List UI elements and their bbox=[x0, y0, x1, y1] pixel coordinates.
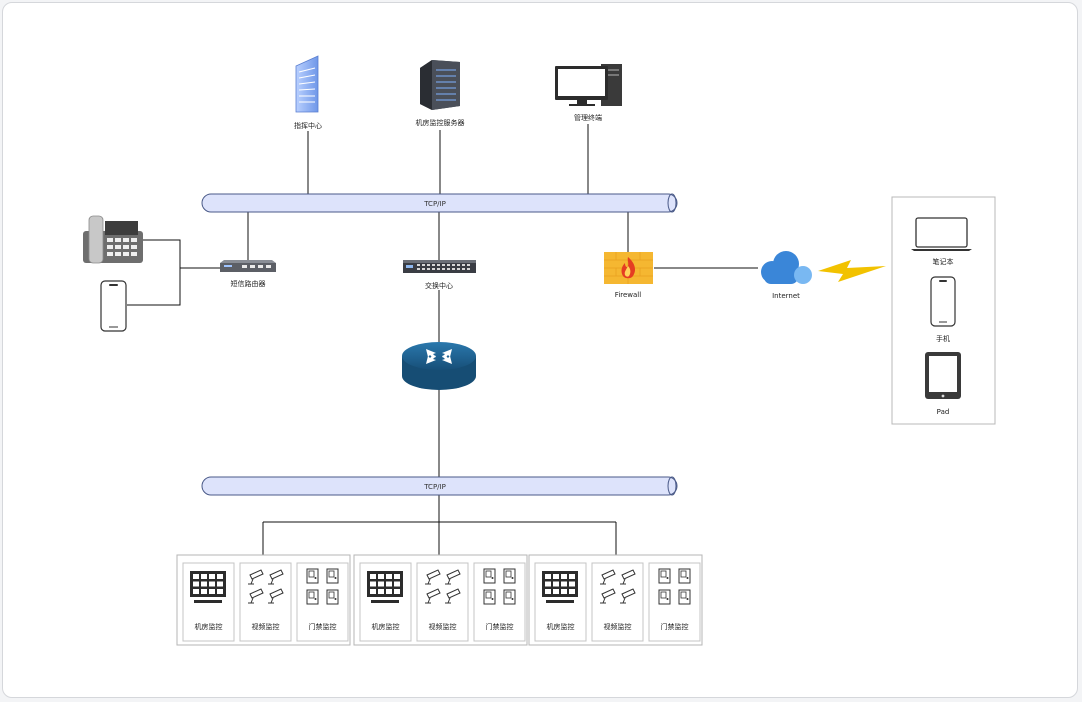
group-item-label: 门禁监控 bbox=[486, 622, 514, 631]
desktop-computer-icon bbox=[555, 64, 622, 106]
group-item-label: 机房监控 bbox=[195, 622, 223, 631]
bus-top: TCP/IP bbox=[201, 193, 678, 213]
group-item-label: 机房监控 bbox=[547, 622, 575, 631]
node-firewall: Firewall bbox=[604, 252, 653, 299]
group-item-label: 视频监控 bbox=[604, 622, 632, 631]
smartphone-icon bbox=[100, 280, 127, 332]
firewall-label: Firewall bbox=[615, 291, 641, 299]
sms-router-icon bbox=[220, 260, 276, 272]
group-item-label: 机房监控 bbox=[372, 622, 400, 631]
switch-center-label: 交换中心 bbox=[425, 281, 453, 290]
connection-lines bbox=[127, 124, 758, 555]
group-item-machine-room-monitor: 机房监控 bbox=[182, 562, 235, 642]
internet-label: Internet bbox=[772, 292, 800, 300]
lightning-icon bbox=[818, 260, 886, 282]
group-item-label: 视频监控 bbox=[252, 622, 280, 631]
node-sms-router: 短信路由器 bbox=[220, 260, 276, 288]
laptop-icon bbox=[911, 217, 972, 251]
group-item-machine-room-monitor: 机房监控 bbox=[359, 562, 412, 642]
phone-label: 手机 bbox=[936, 334, 950, 343]
group-item-access-control-monitor: 门禁监控 bbox=[648, 562, 701, 642]
group-item-video-monitor: 视频监控 bbox=[416, 562, 469, 642]
monitor-group: 机房监控 视频监控 门禁监控 bbox=[528, 554, 703, 646]
bus-bottom: TCP/IP bbox=[201, 476, 678, 496]
group-item-label: 门禁监控 bbox=[661, 622, 689, 631]
monitoring-groups: 机房监控 视频监控 门禁监控 机房监控 视频监控 门禁监控 机房监控 视频监控 门禁监控 bbox=[176, 554, 703, 646]
group-item-machine-room-monitor: 机房监控 bbox=[534, 562, 587, 642]
server-rack-icon bbox=[420, 60, 460, 110]
desk-phone-icon bbox=[83, 215, 143, 264]
laptop-label: 笔记本 bbox=[933, 257, 954, 266]
monitor-group: 机房监控 视频监控 门禁监控 bbox=[353, 554, 528, 646]
node-switch-center: 交换中心 bbox=[403, 260, 476, 290]
group-item-access-control-monitor: 门禁监控 bbox=[296, 562, 349, 642]
bus-top-label: TCP/IP bbox=[423, 200, 446, 208]
devices-panel: 笔记本 手机 Pad bbox=[891, 196, 996, 425]
pad-label: Pad bbox=[937, 408, 950, 416]
cloud-icon bbox=[761, 251, 812, 284]
group-item-access-control-monitor: 门禁监控 bbox=[473, 562, 526, 642]
node-monitor-server: 机房监控服务器 bbox=[416, 60, 465, 127]
node-internet: Internet bbox=[761, 251, 812, 300]
group-item-video-monitor: 视频监控 bbox=[591, 562, 644, 642]
group-item-label: 门禁监控 bbox=[309, 622, 337, 631]
smartphone-icon bbox=[930, 276, 956, 327]
group-item-video-monitor: 视频监控 bbox=[239, 562, 292, 642]
bus-bottom-label: TCP/IP bbox=[423, 483, 446, 491]
monitor-group: 机房监控 视频监控 门禁监控 bbox=[176, 554, 351, 646]
network-switch-icon bbox=[403, 260, 476, 273]
node-mgmt-terminal: 管理终端 bbox=[555, 64, 622, 122]
monitor-server-label: 机房监控服务器 bbox=[416, 118, 465, 127]
building-icon bbox=[295, 55, 319, 113]
command-center-label: 指挥中心 bbox=[294, 121, 322, 130]
tablet-icon bbox=[925, 352, 961, 399]
router-icon bbox=[402, 342, 476, 390]
mgmt-terminal-label: 管理终端 bbox=[574, 113, 602, 122]
group-item-label: 视频监控 bbox=[429, 622, 457, 631]
firewall-icon bbox=[604, 252, 653, 284]
node-command-center: 指挥中心 bbox=[294, 55, 322, 130]
sms-router-label: 短信路由器 bbox=[231, 279, 266, 288]
